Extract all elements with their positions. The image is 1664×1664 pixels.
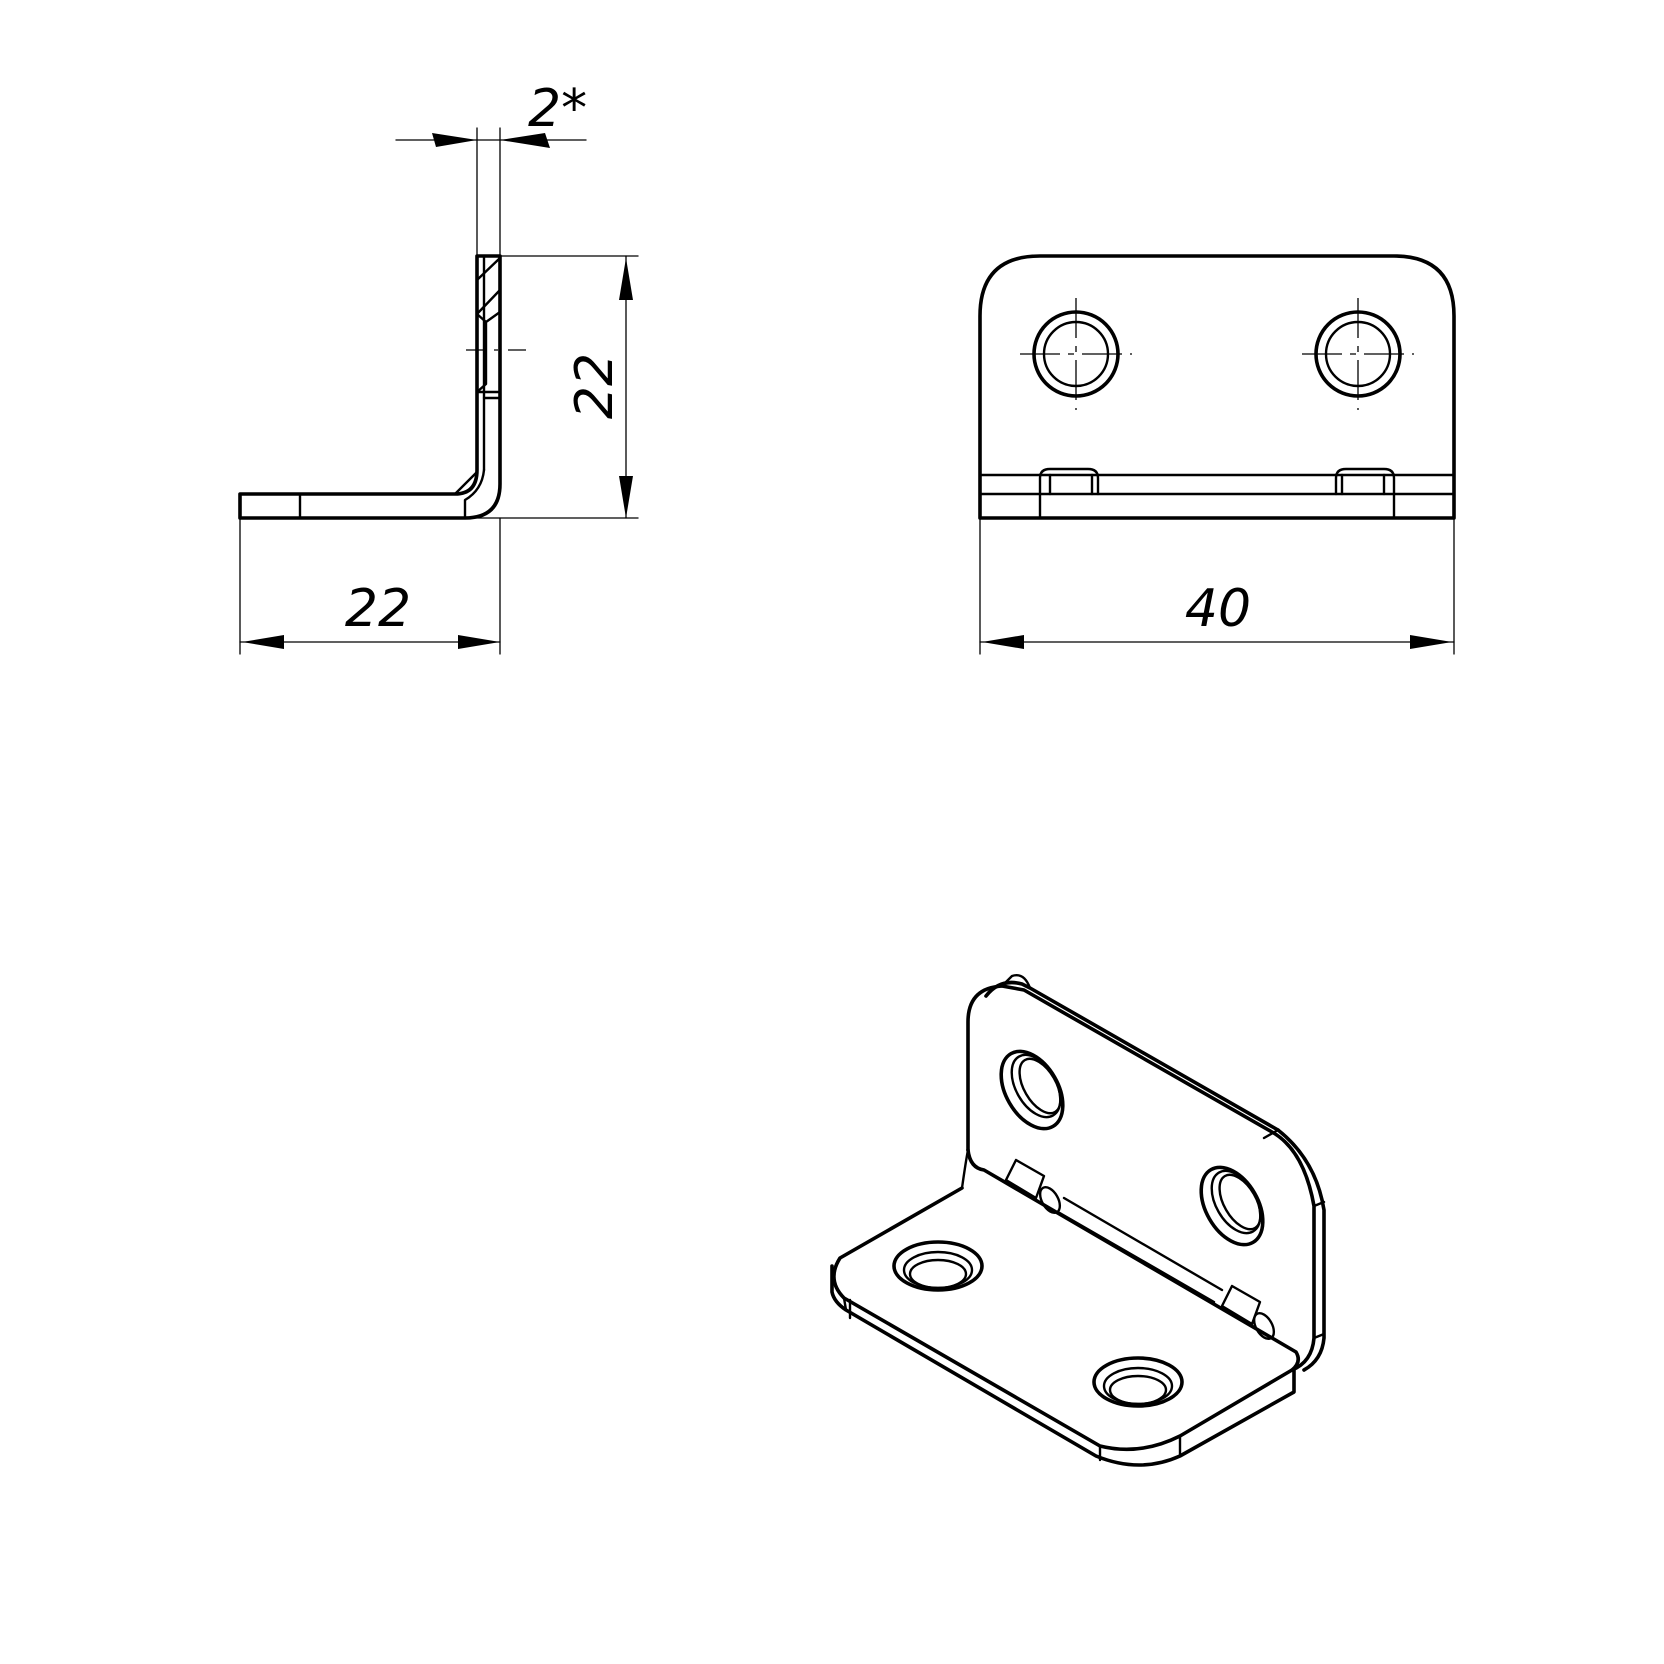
iso-base-bend-back	[982, 1168, 1022, 1192]
iso-wall-right-corner-low	[1312, 1332, 1326, 1340]
iso-wall-top-corner	[1262, 1128, 1280, 1140]
length-arrow-right	[1410, 635, 1452, 649]
height-label: 22	[565, 353, 625, 419]
length-label: 40	[1185, 579, 1251, 639]
iso-base-inner-bend	[960, 1148, 970, 1190]
iso-wall-top-back	[1000, 974, 1032, 990]
iso-wall-hole-2	[1199, 1165, 1265, 1247]
side-view-hole-top	[475, 256, 502, 282]
iso-base-thickness	[830, 1264, 1296, 1467]
thickness-label: 2*	[528, 79, 587, 139]
thickness-arrow-right	[500, 133, 550, 148]
iso-hinge-knuckle-2	[1220, 1284, 1276, 1340]
side-view-fillet-curve	[463, 468, 486, 520]
iso-bend-line-2	[1062, 1196, 1224, 1292]
side-view-profile	[238, 254, 502, 520]
length-arrow-left	[982, 635, 1024, 649]
isometric-view	[830, 974, 1326, 1467]
height-arrow-bottom	[619, 476, 633, 518]
height-arrow-top	[619, 258, 633, 300]
iso-wall-right-edge	[1276, 1128, 1326, 1372]
iso-base-hole-2	[1092, 1356, 1184, 1408]
side-view: 2* 22 22	[238, 79, 639, 655]
width-arrow-left	[242, 635, 284, 649]
width-arrow-right	[458, 635, 500, 649]
iso-wall-hole-1	[999, 1049, 1065, 1131]
iso-base-hole-1	[892, 1240, 984, 1292]
thickness-arrow-left	[432, 133, 477, 147]
iso-bend-line-1	[1056, 1210, 1216, 1304]
front-view: 40	[978, 254, 1456, 655]
front-view-notch-left	[1038, 467, 1100, 520]
width-label: 22	[345, 579, 411, 639]
iso-wall-front-face	[966, 984, 1316, 1372]
front-view-outline	[978, 254, 1456, 520]
iso-wall-right-corner	[1312, 1200, 1326, 1208]
side-view-hole-section	[475, 254, 502, 400]
front-view-notch-right	[1334, 467, 1396, 520]
side-view-fillet-inner	[453, 470, 479, 496]
iso-base-top-face	[832, 1148, 1301, 1452]
iso-base-thickness-line	[842, 1296, 848, 1312]
